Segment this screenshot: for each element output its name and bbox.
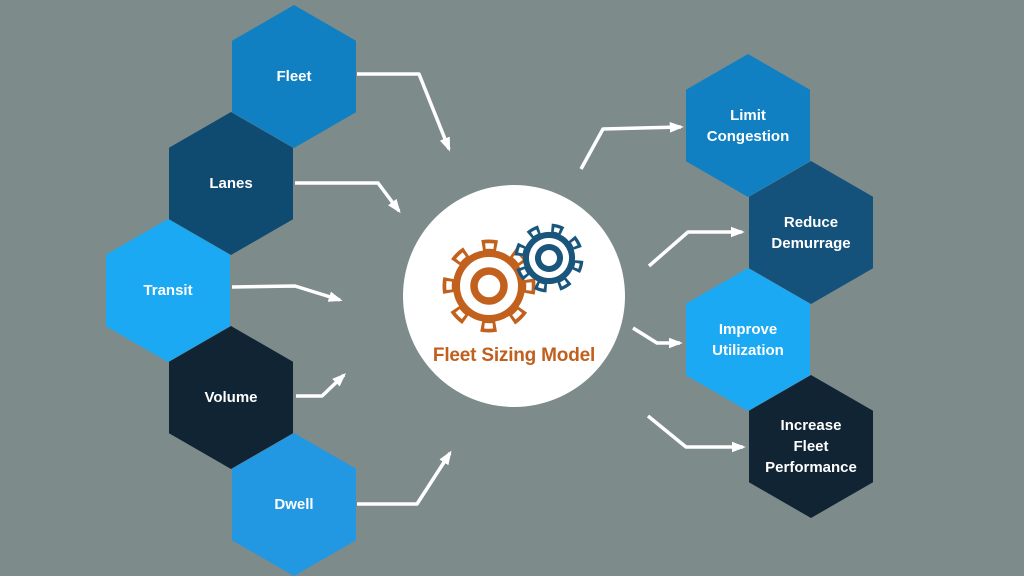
hexagon-increase-fleet-performance: Increase Fleet Performance bbox=[749, 375, 873, 518]
arrow-model-to-increase-fleet-performance bbox=[646, 414, 746, 453]
hexagon-limit-congestion-label-line2: Congestion bbox=[706, 127, 790, 145]
arrow-transit-to-model bbox=[231, 284, 343, 302]
hexagon-improve-utilization: Improve Utilization bbox=[686, 268, 810, 411]
hexagon-increase-fleet-performance-label-line1: Increase bbox=[780, 417, 842, 434]
hexagon-increase-fleet-performance-label-line2: Fleet bbox=[793, 438, 829, 455]
arrow-model-to-improve-utilization bbox=[632, 326, 683, 349]
hexagon-increase-fleet-performance-label-line3: Performance bbox=[765, 459, 857, 476]
hexagon-reduce-demurrage-label-line1: Reduce bbox=[783, 213, 839, 231]
hexagon-reduce-demurrage: Reduce Demurrage bbox=[749, 161, 873, 304]
hexagon-reduce-demurrage-label-line2: Demurrage bbox=[771, 234, 851, 252]
hexagon-volume-label: Volume bbox=[204, 389, 258, 406]
hexagon-fleet-label: Fleet bbox=[276, 68, 312, 85]
hexagon-limit-congestion-label-line1: Limit bbox=[730, 106, 766, 124]
hexagon-transit-label: Transit bbox=[143, 282, 193, 299]
arrow-model-to-limit-congestion bbox=[579, 121, 684, 170]
arrow-model-to-reduce-demurrage bbox=[647, 226, 745, 268]
hexagon-improve-utilization-label-line2: Utilization bbox=[712, 341, 784, 359]
arrow-lanes-to-model bbox=[295, 181, 401, 214]
model-circle: Fleet Sizing Model bbox=[403, 185, 625, 407]
hexagon-dwell-label: Dwell bbox=[274, 496, 314, 513]
arrow-fleet-to-model bbox=[357, 72, 451, 152]
blue-gear-icon bbox=[514, 223, 584, 293]
hexagon-volume: Volume bbox=[169, 326, 293, 469]
hexagon-improve-utilization-label-line1: Improve bbox=[718, 320, 778, 338]
orange-gear-icon bbox=[442, 239, 536, 333]
model-title: Fleet Sizing Model bbox=[432, 345, 596, 366]
hexagon-limit-congestion: Limit Congestion bbox=[686, 54, 810, 197]
arrow-volume-to-model bbox=[296, 373, 347, 398]
hexagon-lanes-label: Lanes bbox=[209, 175, 253, 192]
gears-icon bbox=[442, 223, 584, 333]
arrow-dwell-to-model bbox=[357, 450, 452, 506]
